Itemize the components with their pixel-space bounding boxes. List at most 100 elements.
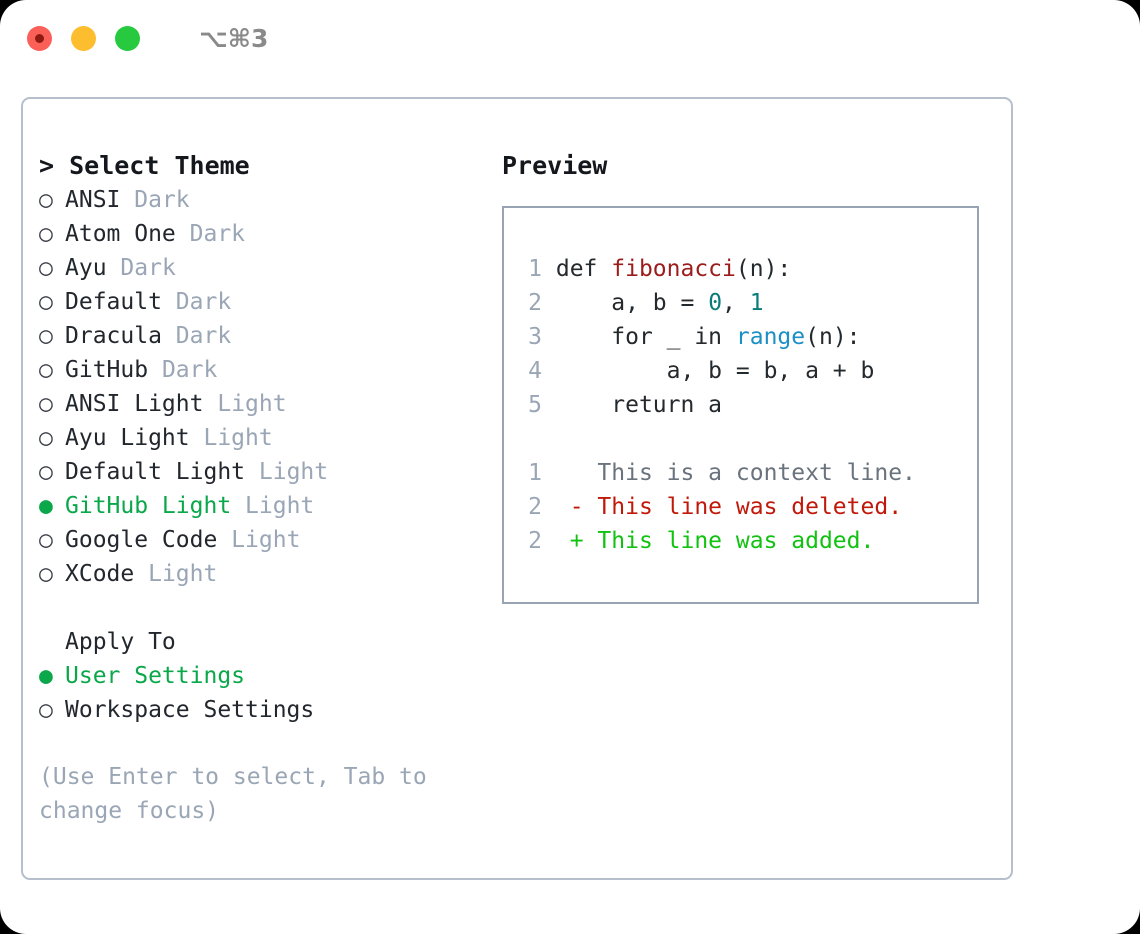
page-title: > Select Theme: [39, 151, 250, 180]
theme-kind-badge: Dark: [189, 221, 246, 247]
code-token: for _ in: [555, 324, 736, 350]
code-token: def: [555, 256, 612, 282]
gutter-gap: [542, 256, 556, 282]
diff-line: 1 This is a context line.: [520, 456, 916, 490]
code-token: a, b =: [555, 290, 709, 316]
theme-name: GitHub Light: [65, 493, 232, 519]
spacer: [217, 523, 231, 557]
theme-name: ANSI: [65, 187, 121, 213]
close-window-button[interactable]: [27, 25, 52, 51]
gutter-gap: [542, 460, 556, 486]
code-token: ,: [722, 290, 750, 316]
line-number: 2: [528, 290, 542, 316]
code-token: range: [735, 324, 806, 350]
code-token: a, b = b, a + b: [555, 358, 875, 384]
apply-to-option-label: Workspace Settings: [65, 697, 315, 723]
radio-unselected-icon: ○: [39, 255, 53, 281]
gutter-gap: [542, 528, 556, 554]
theme-name: Atom One: [65, 221, 176, 247]
code-token: return a: [555, 392, 723, 418]
gutter-gap: [542, 494, 556, 520]
radio-unselected-icon: ○: [39, 425, 53, 451]
maximize-window-button[interactable]: [115, 25, 140, 51]
spacer: [162, 285, 176, 319]
gutter-gap: [542, 290, 556, 316]
theme-kind-badge: Light: [258, 459, 329, 485]
spacer: [120, 183, 134, 217]
theme-kind-badge: Light: [217, 391, 287, 417]
spacer: [134, 557, 148, 591]
theme-selection-column: > Select Theme ○ANSI Dark○Atom One Dark○…: [39, 149, 489, 828]
theme-kind-badge: Light: [203, 425, 273, 451]
theme-list: ○ANSI Dark○Atom One Dark○Ayu Dark○Defaul…: [39, 183, 489, 591]
theme-kind-badge: Light: [245, 493, 315, 519]
theme-name: Google Code: [65, 527, 218, 553]
main-panel: > Select Theme ○ANSI Dark○Atom One Dark○…: [21, 97, 1013, 880]
theme-list-item[interactable]: ○Default Dark: [39, 285, 489, 319]
code-diff-separator: [520, 422, 916, 456]
spacer: [231, 489, 245, 523]
code-line: 2 a, b = 0, 1: [520, 286, 916, 320]
code-token: 0: [708, 290, 723, 316]
keyboard-shortcut-label: ⌥⌘3: [199, 23, 269, 53]
list-spacer: [39, 591, 489, 625]
keyboard-hint: (Use Enter to select, Tab to change focu…: [39, 764, 427, 824]
spacer: [245, 455, 259, 489]
theme-kind-badge: Dark: [134, 187, 190, 213]
theme-list-item[interactable]: ○XCode Light: [39, 557, 489, 591]
theme-list-item[interactable]: ○Dracula Dark: [39, 319, 489, 353]
diff-text: - This line was deleted.: [555, 494, 903, 520]
theme-kind-badge: Dark: [175, 289, 232, 315]
theme-list-item[interactable]: ○ANSI Light Light: [39, 387, 489, 421]
radio-unselected-icon: ○: [39, 391, 53, 417]
line-number: 3: [528, 324, 542, 350]
apply-to-option-label: User Settings: [65, 663, 246, 689]
theme-kind-badge: Light: [148, 561, 218, 587]
line-number: 1: [528, 256, 542, 282]
line-number: 2: [528, 528, 542, 554]
theme-list-item[interactable]: ○GitHub Dark: [39, 353, 489, 387]
minimize-window-button[interactable]: [71, 25, 96, 51]
theme-name: XCode: [65, 561, 135, 587]
radio-unselected-icon: ○: [39, 289, 53, 315]
line-number: 2: [528, 494, 542, 520]
radio-selected-icon: ●: [39, 493, 53, 519]
spacer: [176, 217, 190, 251]
radio-selected-icon: ●: [39, 663, 53, 689]
code-token: (n):: [805, 324, 861, 350]
radio-unselected-icon: ○: [39, 323, 53, 349]
preview-column: Preview 1 def fibonacci(n):2 a, b = 0, 1…: [502, 149, 992, 604]
spacer: [148, 353, 162, 387]
diff-line: 2 - This line was deleted.: [520, 490, 916, 524]
code-token: (n):: [735, 256, 792, 282]
code-line: 5 return a: [520, 388, 916, 422]
theme-name: Ayu Light: [65, 425, 190, 451]
theme-kind-badge: Light: [231, 527, 301, 553]
radio-unselected-icon: ○: [39, 221, 53, 247]
theme-list-item[interactable]: ○Ayu Dark: [39, 251, 489, 285]
code-line: 1 def fibonacci(n):: [520, 252, 916, 286]
theme-kind-badge: Dark: [120, 255, 176, 281]
theme-list-item[interactable]: ● GitHub Light Light: [39, 489, 489, 523]
radio-unselected-icon: ○: [39, 527, 53, 553]
spacer: [203, 387, 217, 421]
title-bar: ⌥⌘3: [0, 0, 1140, 76]
theme-name: Default Light: [65, 459, 246, 485]
theme-kind-badge: Dark: [161, 357, 218, 383]
theme-list-item[interactable]: ○ ANSI Dark: [39, 183, 489, 217]
line-number: 4: [528, 358, 542, 384]
theme-list-item[interactable]: ○Default Light Light: [39, 455, 489, 489]
theme-list-item[interactable]: ○ Ayu Light Light: [39, 421, 489, 455]
line-number: 1: [528, 460, 542, 486]
diff-line: 2 + This line was added.: [520, 524, 916, 558]
radio-unselected-icon: ○: [39, 187, 53, 213]
gutter-gap: [542, 324, 556, 350]
theme-list-item[interactable]: ○ Atom One Dark: [39, 217, 489, 251]
apply-to-option[interactable]: ● User Settings: [39, 659, 489, 693]
theme-list-item[interactable]: ○ Google Code Light: [39, 523, 489, 557]
diff-text: This is a context line.: [555, 460, 916, 486]
theme-name: GitHub: [65, 357, 149, 383]
apply-to-option[interactable]: ○Workspace Settings: [39, 693, 489, 727]
